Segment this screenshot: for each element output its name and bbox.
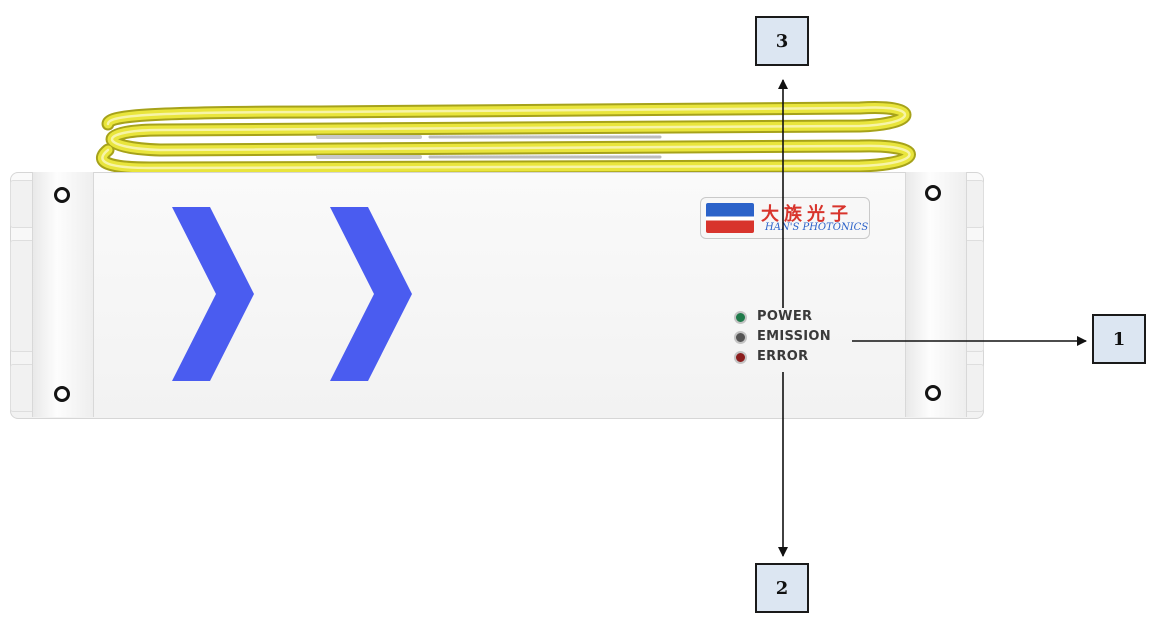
screw-icon (925, 385, 941, 401)
left-rack-ear (32, 172, 94, 417)
emission-label: EMISSION (757, 329, 831, 344)
brand-logo: 大族光子 HAN'S PHOTONICS (700, 197, 870, 239)
logo-english-text: HAN'S PHOTONICS (765, 222, 869, 233)
logo-mark-icon (706, 203, 754, 233)
chevron-icon (172, 207, 254, 381)
mounting-tab (10, 364, 36, 412)
screw-icon (54, 187, 70, 203)
callout-box-1: 1 (1092, 314, 1146, 364)
screw-icon (54, 386, 70, 402)
power-led-icon (734, 311, 747, 324)
right-rack-ear (905, 172, 967, 417)
callout-box-3: 3 (755, 16, 809, 66)
callout-box-2: 2 (755, 563, 809, 613)
error-label: ERROR (757, 349, 809, 364)
chevron-icon (330, 207, 412, 381)
error-led-icon (734, 351, 747, 364)
screw-icon (925, 185, 941, 201)
power-label: POWER (757, 309, 813, 324)
emission-led-icon (734, 331, 747, 344)
fiber-cable-coil (95, 100, 916, 175)
mounting-tab (10, 240, 36, 352)
